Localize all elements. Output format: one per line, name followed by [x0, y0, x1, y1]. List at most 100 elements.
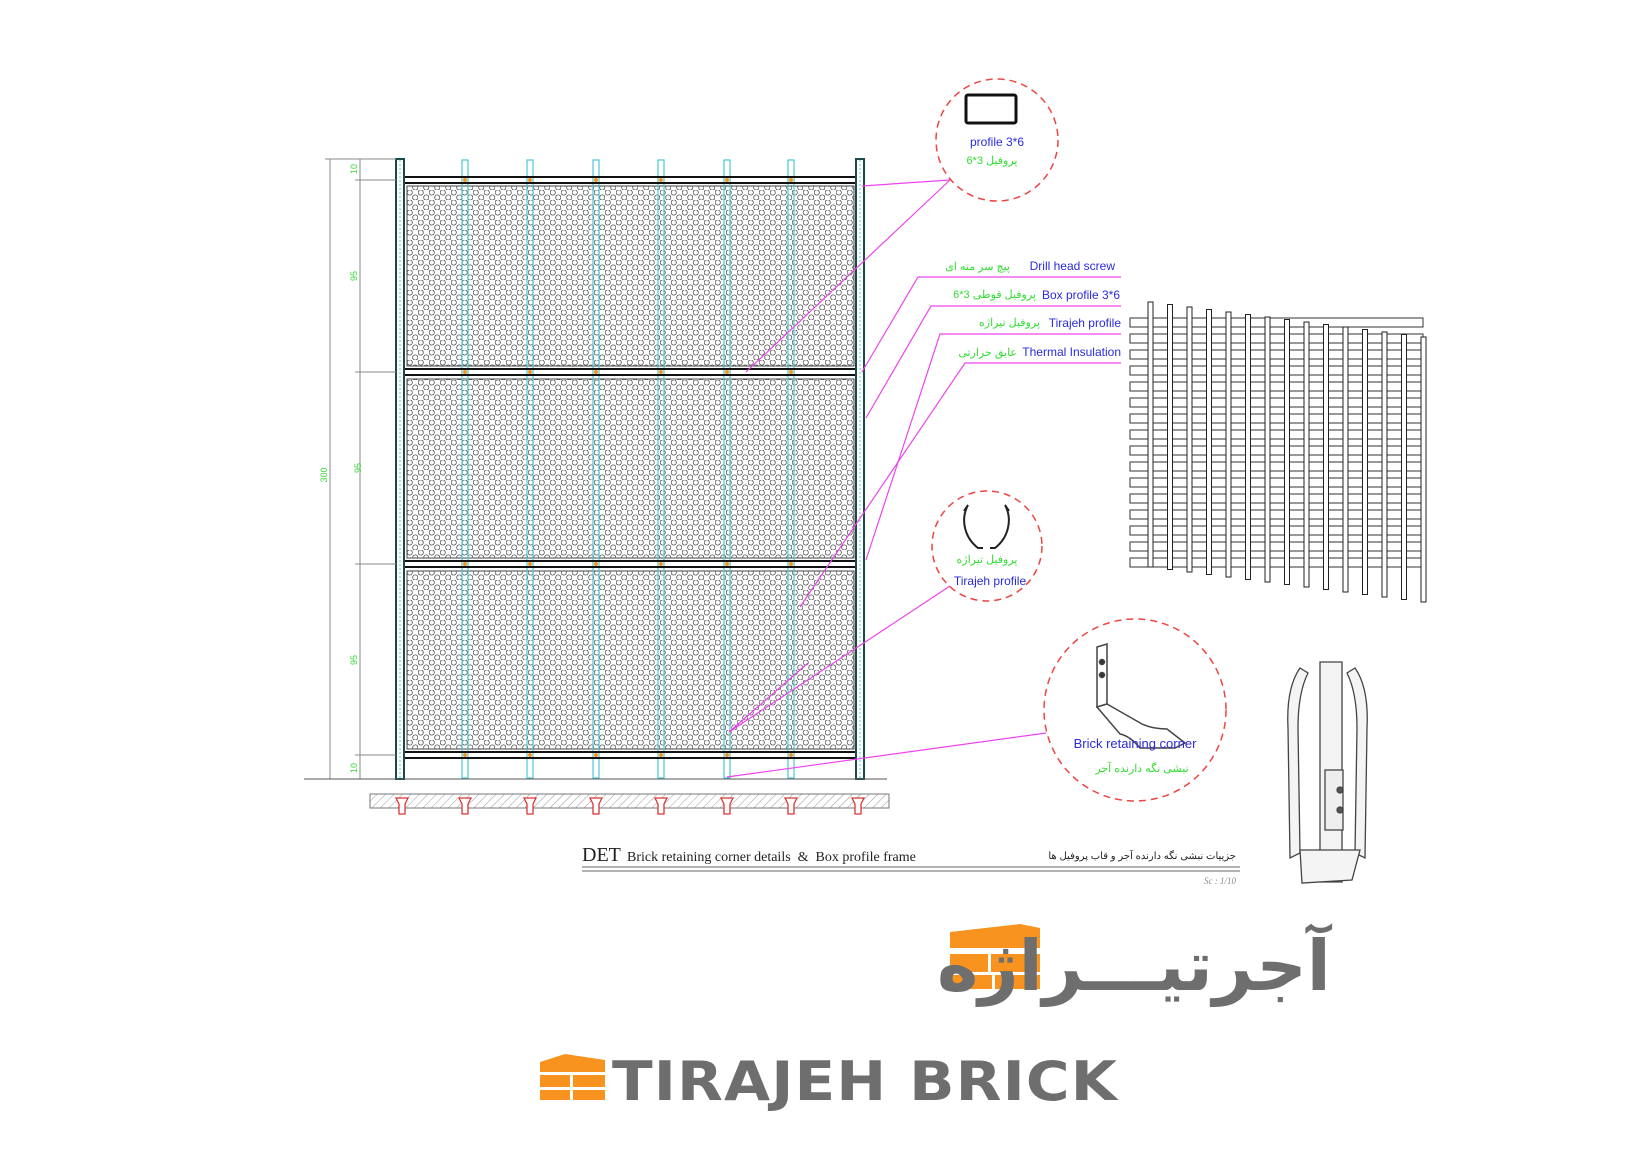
callout-corner: Brick retaining corner نبشی نگه دارنده آ… — [1043, 618, 1227, 802]
screw-dot — [528, 178, 532, 182]
grid-vertical-bar — [1167, 304, 1173, 570]
grid-vertical-bar — [1284, 319, 1290, 585]
screw-dot — [528, 370, 532, 374]
tirajeh-profile-line — [657, 159, 665, 779]
anchor-bolt-icon — [394, 797, 410, 815]
anchor-bolt-icon — [457, 797, 473, 815]
anchor-bolt-icon — [653, 797, 669, 815]
legend-fa-box-profile: پروفیل قوطی 3*6 — [953, 289, 1036, 301]
grid-vertical-bar — [1401, 334, 1407, 600]
tirajeh-profiles — [461, 159, 795, 779]
brick-logo-icon-top — [950, 924, 1040, 989]
legend-fa-tirajeh: پروفیل تیراژه — [979, 317, 1040, 329]
grid-vertical-bar — [1264, 316, 1271, 583]
grid-vertical-bar — [1420, 336, 1427, 603]
screw-dot — [789, 562, 793, 566]
brick-retaining-corner-icon — [1095, 642, 1187, 749]
screw-dot — [659, 370, 663, 374]
screw-dot — [594, 753, 598, 757]
tirajeh-profile-line — [526, 159, 534, 779]
grid-horizontal-bar — [1129, 413, 1424, 424]
grid-horizontal-bar — [1129, 493, 1424, 504]
grid-vertical-bar — [1381, 331, 1388, 598]
screw-dot — [594, 562, 598, 566]
screw-dot — [463, 753, 467, 757]
anchor-bolt-icon — [719, 797, 735, 815]
grid-horizontal-bar — [1129, 509, 1424, 520]
screw-dot — [725, 562, 729, 566]
screw-dot — [789, 178, 793, 182]
screw-dot — [725, 178, 729, 182]
anchor-bolt-icon — [850, 797, 866, 815]
tirajeh-profile-line — [461, 159, 469, 779]
title-en: Brick retaining corner details & Box pro… — [627, 850, 916, 865]
title-fa: جزییات نبشی نگه دارنده آجر و قاب پروفیل … — [1048, 849, 1236, 862]
grid-horizontal-bar — [1129, 557, 1424, 568]
callout-profile: profile 3*6 پروفیل 3*6 — [935, 78, 1059, 202]
tirajeh-profile-line — [787, 159, 795, 779]
grid-horizontal-bar — [1129, 397, 1424, 408]
anchor-bolt-icon — [783, 797, 799, 815]
callout-profile-fa: پروفیل 3*6 — [967, 155, 1018, 167]
box-profile-icon — [964, 93, 1018, 125]
grid-vertical-bar — [1323, 324, 1329, 590]
dim-panel1: 95 — [349, 271, 359, 281]
grid-horizontal-bar — [1129, 349, 1424, 360]
screw-dot — [594, 178, 598, 182]
legend-en-drill-screw: Drill head screw — [1030, 259, 1116, 273]
legend: Drill head screw پیچ سر مته ای Box profi… — [945, 259, 1121, 359]
grid-vertical-bar — [1206, 309, 1212, 575]
legend-en-tirajeh: Tirajeh profile — [1049, 316, 1122, 330]
screw-dot — [789, 753, 793, 757]
dim-top: 10 — [349, 164, 359, 174]
grid-horizontal-bar — [1129, 365, 1424, 376]
title-scale: Sc : 1/10 — [1204, 876, 1236, 886]
foundation-strip — [369, 793, 890, 815]
screw-dot — [725, 753, 729, 757]
grid-vertical-bar — [1186, 306, 1193, 573]
screw-dot — [463, 562, 467, 566]
title-prefix: DET — [582, 844, 621, 866]
legend-fa-drill-screw: پیچ سر مته ای — [945, 261, 1010, 273]
callout-tirajeh: پروفیل تیراژه Tirajeh profile — [931, 490, 1043, 602]
anchor-bolt-icon — [522, 797, 538, 815]
grid-vertical-bar — [1362, 329, 1368, 595]
3d-grid-illustration — [1129, 301, 1427, 603]
grid-horizontal-bar — [1129, 461, 1424, 472]
callout-tirajeh-fa: پروفیل تیراژه — [957, 554, 1018, 566]
dim-total: 300 — [319, 467, 329, 482]
screw-dot — [789, 370, 793, 374]
legend-en-insulation: Thermal Insulation — [1022, 345, 1121, 359]
grid-vertical-bar — [1303, 321, 1310, 588]
dim-panel3: 95 — [349, 655, 359, 665]
logo-fa: آجرتیـــراژه — [937, 923, 1333, 1007]
grid-horizontal-bar — [1129, 525, 1424, 536]
grid-horizontal-bar — [1129, 333, 1424, 344]
leader-lines — [726, 179, 1121, 778]
dim-bottom: 10 — [349, 763, 359, 773]
grid-horizontal-bar — [1129, 477, 1424, 488]
3d-bracket-illustration — [1287, 661, 1368, 884]
callout-tirajeh-en: Tirajeh profile — [954, 574, 1027, 588]
screw-dot — [594, 370, 598, 374]
grid-horizontal-bar — [1129, 429, 1424, 440]
grid-horizontal-bar — [1129, 381, 1424, 392]
grid-horizontal-bar — [1129, 317, 1424, 328]
brick-logo-icon-bottom — [540, 1054, 605, 1100]
screw-dot — [659, 178, 663, 182]
insulation-panels — [406, 185, 855, 750]
grid-horizontal-bar — [1129, 541, 1424, 552]
title-block: DET Brick retaining corner details & Box… — [582, 844, 1240, 886]
screw-dot — [659, 753, 663, 757]
callout-corner-fa: نبشی نگه دارنده آجر — [1094, 762, 1188, 775]
anchor-bolt-icon — [588, 797, 604, 815]
screw-dot — [528, 562, 532, 566]
tirajeh-profile-line — [592, 159, 600, 779]
callout-corner-en: Brick retaining corner — [1074, 736, 1197, 751]
legend-en-box-profile: Box profile 3*6 — [1042, 288, 1120, 302]
grid-vertical-bar — [1225, 311, 1232, 578]
screw-dot — [463, 178, 467, 182]
grid-vertical-bar — [1147, 301, 1154, 568]
